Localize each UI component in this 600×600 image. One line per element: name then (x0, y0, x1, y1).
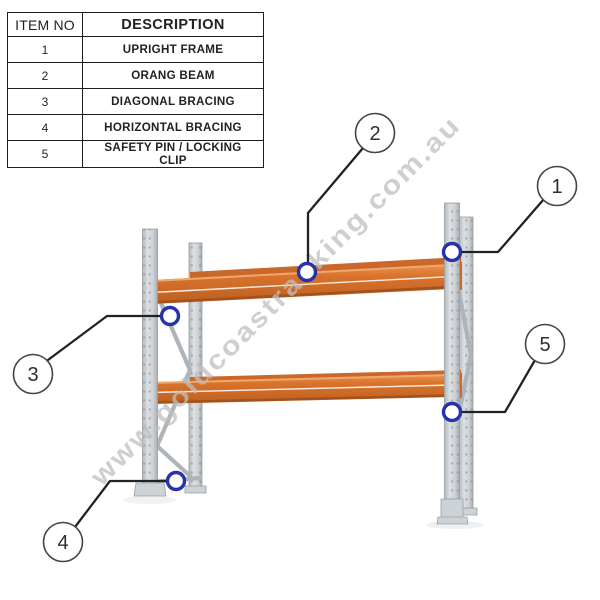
target-point-3 (159, 305, 181, 327)
row-5-description: SAFETY PIN / LOCKING CLIP (82, 140, 264, 168)
row-2-item-no: 2 (7, 62, 83, 89)
callout-label-1: 1 (551, 176, 562, 198)
callout-balloon-4: 4 (42, 521, 84, 563)
callout-label-5: 5 (539, 334, 550, 356)
upright-frame-right (436, 202, 469, 525)
foot-block-right (440, 498, 464, 520)
callout-lines (46, 146, 546, 529)
table-row: 3 DIAGONAL BRACING (7, 88, 264, 115)
table-row: 2 ORANG BEAM (7, 62, 264, 89)
callout-label-2: 2 (369, 123, 380, 145)
target-point-1 (441, 241, 463, 263)
row-1-description: UPRIGHT FRAME (82, 36, 264, 63)
callout-line-4 (73, 479, 169, 529)
row-5-item-no: 5 (7, 140, 83, 168)
orange-beam-upper (151, 264, 453, 304)
diagonal-bracing-right-frame (456, 289, 474, 416)
foot-plate-right (436, 516, 469, 525)
callout-line-2 (306, 146, 365, 264)
foot-plate-left (133, 482, 167, 497)
header-description: DESCRIPTION (82, 12, 264, 37)
callout-label-3: 3 (27, 364, 38, 386)
parts-table: ITEM NO DESCRIPTION 1 UPRIGHT FRAME 2 OR… (7, 12, 264, 168)
table-row: 1 UPRIGHT FRAME (7, 36, 264, 63)
callout-balloon-3: 3 (12, 353, 54, 395)
callout-balloon-2: 2 (354, 112, 396, 154)
target-point-5 (441, 401, 463, 423)
ground-shadows (123, 496, 484, 529)
target-point-2 (296, 261, 318, 283)
upright-frame-left (133, 228, 167, 497)
callout-target-points (159, 241, 463, 492)
callout-balloon-1: 1 (536, 165, 578, 207)
callout-line-5 (460, 358, 537, 414)
row-4-description: HORIZONTAL BRACING (82, 114, 264, 141)
callout-balloon-5: 5 (524, 323, 566, 365)
table-row: 5 SAFETY PIN / LOCKING CLIP (7, 140, 264, 168)
callout-line-3 (46, 314, 163, 362)
row-2-description: ORANG BEAM (82, 62, 264, 89)
rear-post-right (455, 216, 478, 516)
callout-line-1 (459, 197, 546, 254)
row-3-item-no: 3 (7, 88, 83, 115)
callout-label-4: 4 (57, 532, 68, 554)
orange-beam-lower (151, 374, 453, 404)
row-4-item-no: 4 (7, 114, 83, 141)
row-1-item-no: 1 (7, 36, 83, 63)
header-item-no: ITEM NO (7, 12, 83, 37)
row-3-description: DIAGONAL BRACING (82, 88, 264, 115)
target-point-4 (165, 470, 187, 492)
table-row: 4 HORIZONTAL BRACING (7, 114, 264, 141)
table-header-row: ITEM NO DESCRIPTION (7, 12, 264, 37)
